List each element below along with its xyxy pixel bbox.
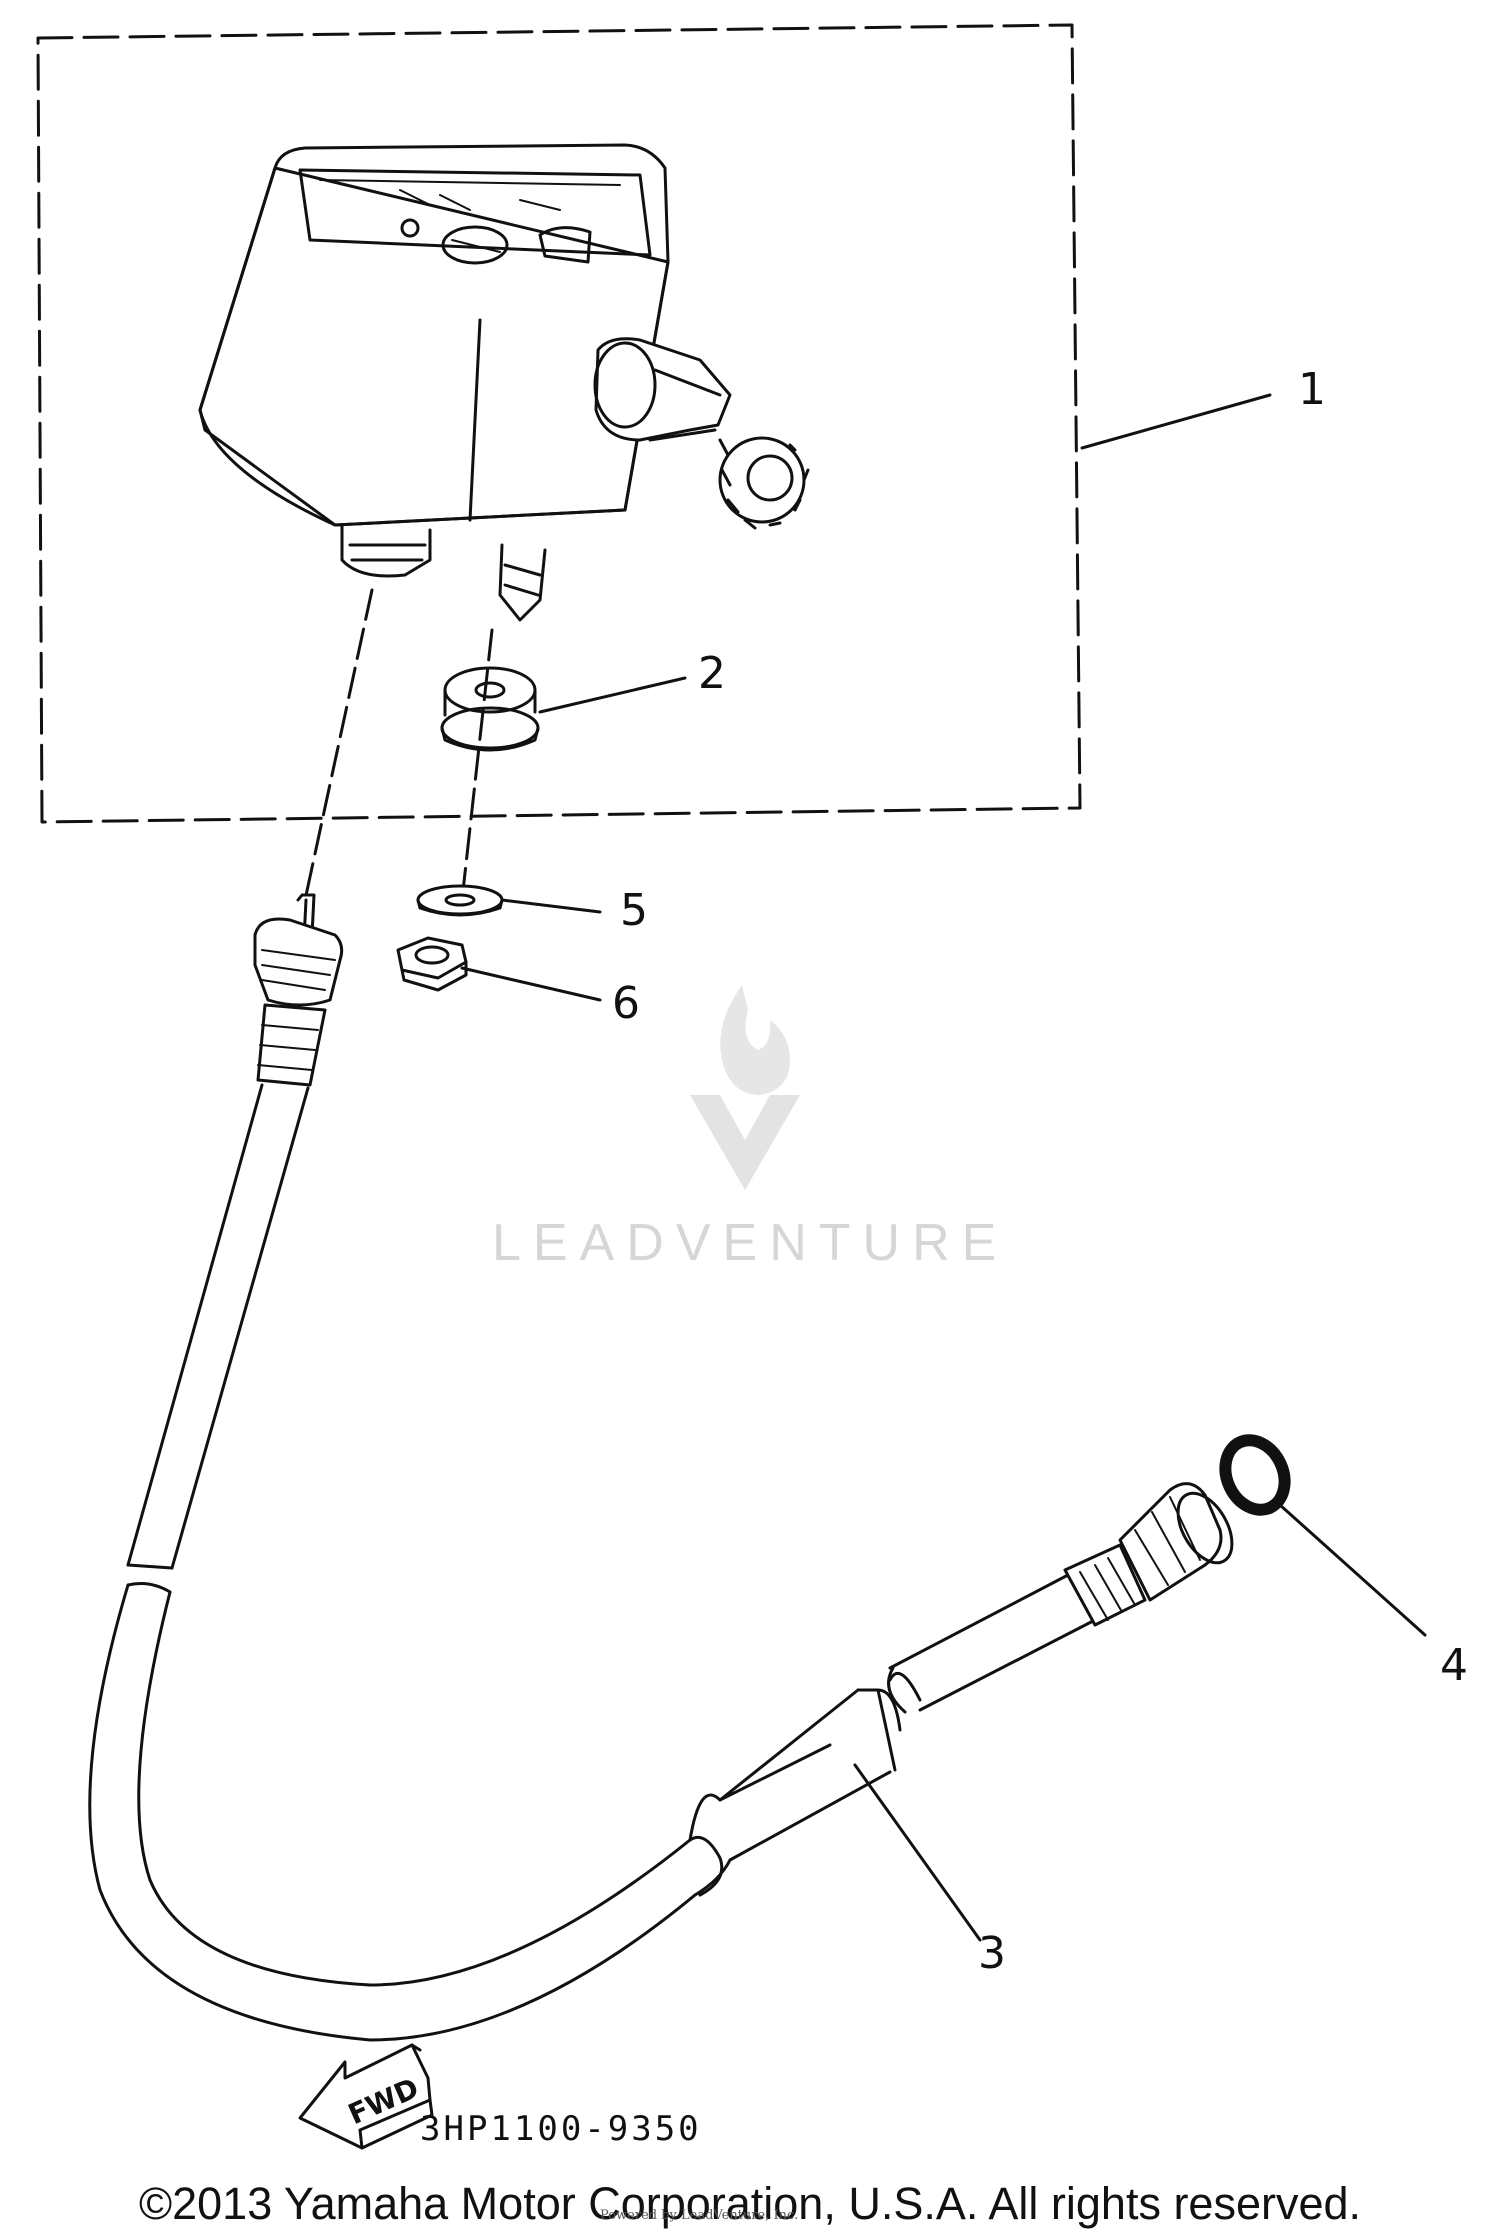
leader-line-2 — [538, 676, 687, 714]
fwd-arrow — [298, 2043, 434, 2150]
centerline-cable — [303, 588, 374, 902]
diagram-code: 3HP1100-9350 — [420, 2109, 702, 2149]
callout-6: 6 — [612, 978, 640, 1029]
powered-by-text: Powered by LeadVenture, Inc. — [600, 2208, 799, 2223]
watermark-logo-icon — [690, 985, 800, 1190]
nut — [396, 936, 468, 992]
watermark-text: LEADVENTURE — [492, 1214, 1008, 1272]
leader-line-4 — [1278, 1503, 1427, 1637]
speedometer-cable — [88, 893, 1234, 2042]
callout-1: 1 — [1298, 364, 1326, 415]
meter-assembly — [198, 143, 810, 622]
grommet — [440, 666, 540, 752]
callout-2: 2 — [698, 648, 726, 699]
leader-line-6 — [460, 966, 602, 1002]
washer — [416, 884, 504, 917]
callout-4: 4 — [1440, 1640, 1468, 1691]
centerline-stud — [460, 628, 494, 902]
copyright-notice: ©2013 Yamaha Motor Corporation, U.S.A. A… — [138, 2178, 1362, 2229]
leader-line-3 — [853, 1763, 982, 1942]
leader-line-5 — [500, 898, 602, 914]
callout-5: 5 — [620, 885, 648, 936]
o-ring — [1219, 1434, 1291, 1516]
assembly-boundary — [36, 23, 1082, 824]
callout-3: 3 — [978, 1928, 1006, 1979]
leader-line-1 — [1080, 393, 1272, 450]
